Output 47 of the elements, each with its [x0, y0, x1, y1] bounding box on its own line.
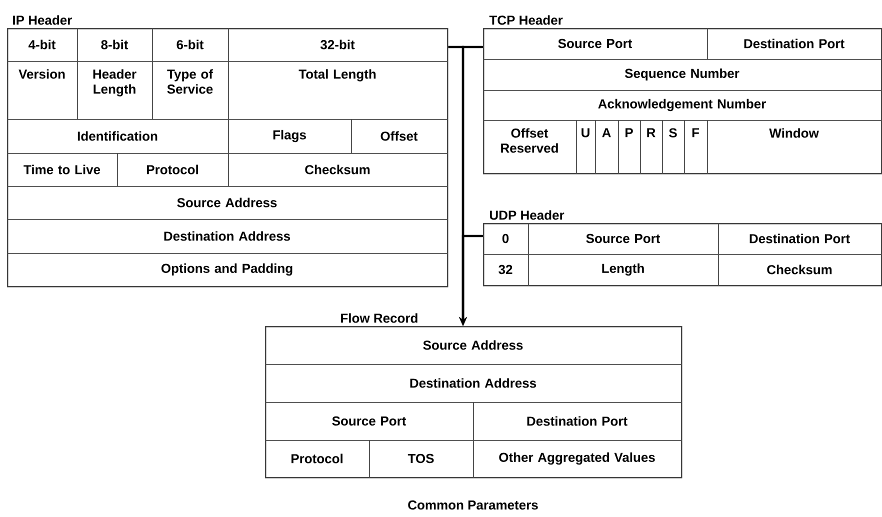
table-cell: Source Port	[528, 223, 719, 255]
table-cell: Length	[528, 254, 719, 286]
table-cell: Destination Address	[7, 219, 448, 254]
table-cell: Time to Live	[7, 153, 118, 187]
table-cell: Source Port	[265, 402, 474, 441]
node-label: TCP Header	[489, 15, 563, 25]
table-cell: S	[662, 120, 685, 174]
table-cell: Sequence Number	[483, 59, 882, 91]
node-label: UDP Header	[490, 210, 564, 220]
table-cell: Checksum	[718, 254, 882, 286]
table-cell: Source Address	[7, 186, 448, 220]
node-label: Flow Record	[341, 313, 418, 323]
table-cell: Flags	[228, 119, 352, 154]
table-cell: R	[640, 120, 663, 174]
table-cell: Version	[7, 61, 78, 120]
table-cell: 32	[483, 254, 529, 286]
table-cell: Destination Port	[473, 402, 682, 441]
table-cell: Identification	[7, 119, 229, 154]
table-cell: Checksum	[228, 153, 448, 187]
table-cell: 0	[483, 223, 529, 255]
table-cell: U	[576, 120, 596, 174]
table-cell: Total Length	[228, 61, 448, 120]
table-caption: Common Parameters	[408, 500, 538, 510]
table-cell: 8-bit	[77, 28, 153, 62]
table-cell: 4-bit	[7, 28, 78, 62]
table-cell: Window	[707, 120, 882, 174]
table-cell: Destination Address	[265, 364, 682, 403]
table-cell: Source Address	[265, 326, 682, 365]
table-cell: 32-bit	[228, 28, 448, 62]
table-cell: Protocol	[117, 153, 229, 187]
table-cell: 6-bit	[152, 28, 229, 62]
table-cell: A	[595, 120, 619, 174]
table-cell: P	[618, 120, 641, 174]
table-cell: Offset Reserved	[483, 120, 577, 174]
table-cell: Options and Padding	[7, 253, 448, 287]
table-cell: F	[684, 120, 708, 174]
table-cell: Type of Service	[152, 61, 229, 120]
table-cell: Destination Port	[707, 28, 882, 60]
table-cell: Header Length	[77, 61, 153, 120]
table-cell: TOS	[369, 440, 474, 478]
table-cell: Source Port	[483, 28, 708, 60]
table-cell: Offset	[351, 119, 448, 154]
table-cell: Destination Port	[718, 223, 882, 255]
table-cell: Protocol	[265, 440, 370, 478]
node-label: IP Header	[13, 15, 72, 25]
table-cell: Other Aggregated Values	[473, 440, 682, 478]
table-cell: Acknowledgement Number	[483, 90, 882, 121]
